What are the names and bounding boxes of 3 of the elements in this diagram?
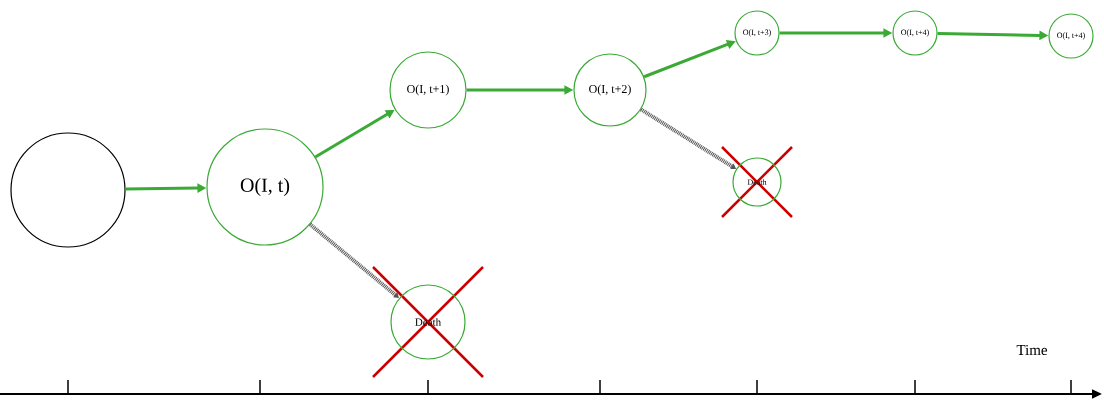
empty-circle [10, 132, 126, 248]
axis-label: Time [1016, 344, 1048, 356]
arrow [308, 222, 399, 298]
